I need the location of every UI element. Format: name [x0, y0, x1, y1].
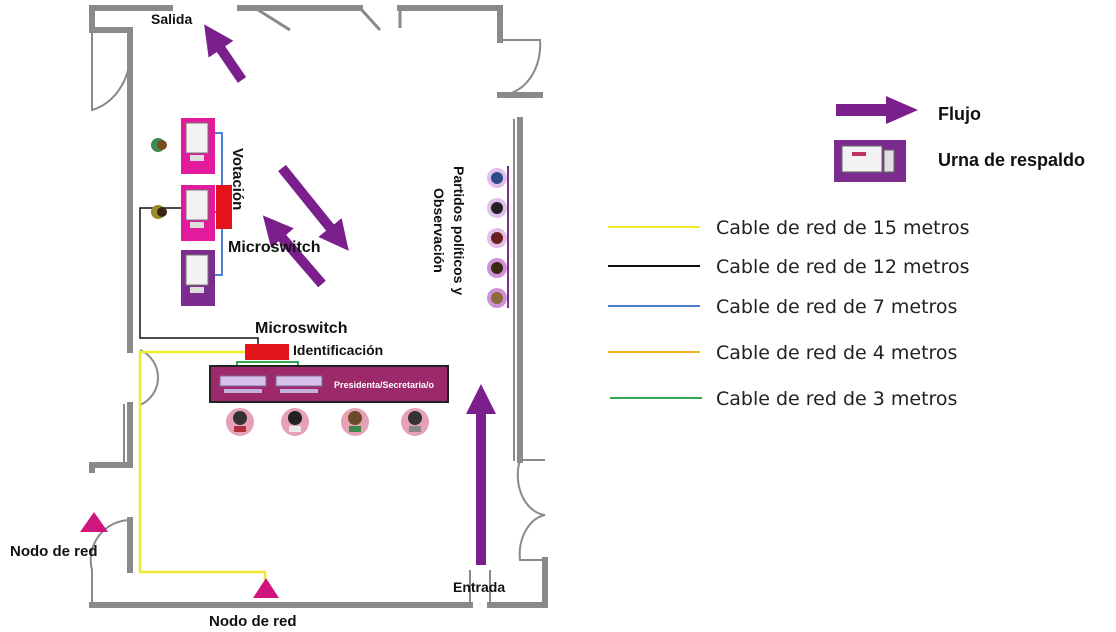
- legend: Flujo Urna de respaldo Cable de red de 1…: [608, 96, 1085, 410]
- voter-icon: [151, 205, 167, 219]
- presidency-table: [209, 365, 449, 403]
- top-wall-details: [254, 6, 402, 32]
- legend-cable-label-4: Cable de red de 4 metros: [716, 342, 957, 364]
- label-microswitch-table: Microswitch: [255, 320, 347, 337]
- microswitch-booth: [216, 185, 232, 229]
- legend-cable-label-12: Cable de red de 12 metros: [716, 256, 970, 278]
- label-presidencia: Presidenta/Secretaria/o: [334, 380, 435, 390]
- network-node-bottom: [253, 578, 279, 598]
- booth-1: [181, 118, 215, 174]
- party-representatives: [487, 166, 509, 308]
- walls: [89, 5, 548, 608]
- legend-urna-icon: [834, 140, 906, 182]
- legend-cable-label-7: Cable de red de 7 metros: [716, 296, 957, 318]
- label-salida: Salida: [151, 11, 192, 27]
- cable-legend: Cable de red de 15 metros Cable de red d…: [608, 217, 970, 410]
- person-icon: [487, 258, 507, 278]
- label-microswitch-booth: Microswitch: [228, 239, 320, 256]
- label-identificacion: Identificación: [293, 342, 383, 358]
- legend-urna-label: Urna de respaldo: [938, 150, 1085, 170]
- person-icon: [226, 408, 254, 436]
- person-icon: [341, 408, 369, 436]
- label-votacion: Votación: [229, 148, 246, 210]
- booth-3: [181, 250, 215, 306]
- legend-flujo-label: Flujo: [938, 104, 981, 124]
- booth-voters: [151, 138, 167, 219]
- flow-arrows: [204, 24, 496, 565]
- arrow-up-left: [262, 215, 326, 288]
- arrow-down-right: [278, 164, 349, 251]
- microswitch-identificacion: [245, 344, 289, 360]
- cable-15m: [138, 350, 267, 580]
- voting-booths: [181, 118, 232, 306]
- person-icon: [487, 288, 507, 308]
- label-observacion: Observación: [431, 188, 447, 273]
- legend-flujo-arrow-icon: [836, 96, 918, 124]
- legend-cable-label-15: Cable de red de 15 metros: [716, 217, 970, 239]
- person-icon: [487, 168, 507, 188]
- voter-icon: [151, 138, 167, 152]
- person-icon: [487, 228, 507, 248]
- table-officials: [226, 408, 429, 436]
- booth-2: [181, 185, 215, 241]
- person-icon: [487, 198, 507, 218]
- label-nodo-bottom: Nodo de red: [209, 613, 297, 630]
- label-entrada: Entrada: [453, 579, 505, 595]
- label-nodo-left: Nodo de red: [10, 543, 98, 560]
- legend-cable-label-3: Cable de red de 3 metros: [716, 388, 957, 410]
- arrow-exit: [204, 24, 247, 83]
- person-icon: [401, 408, 429, 436]
- network-node-left: [80, 512, 108, 532]
- door-arcs: [89, 30, 546, 605]
- person-icon: [281, 408, 309, 436]
- label-partidos: Partidos políticos y: [451, 166, 467, 295]
